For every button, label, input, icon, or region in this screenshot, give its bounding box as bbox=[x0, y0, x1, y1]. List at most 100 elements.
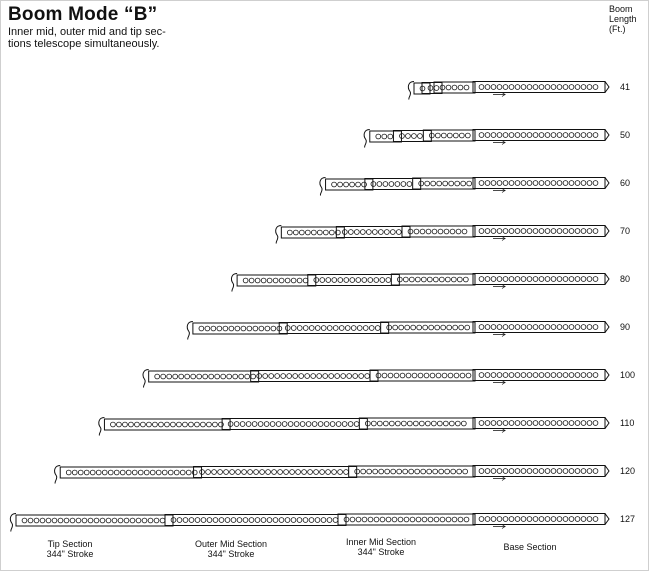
tip-section bbox=[192, 322, 288, 335]
boom-head-icon bbox=[319, 177, 326, 196]
outer-mid-section-cable bbox=[199, 469, 349, 475]
outer-mid-section bbox=[335, 226, 411, 238]
base-section bbox=[472, 177, 606, 189]
base-section bbox=[472, 417, 606, 429]
stroke-arrow-icon bbox=[493, 524, 507, 529]
base-section bbox=[472, 273, 606, 285]
base-section-cable bbox=[478, 468, 599, 474]
outer-mid-section bbox=[278, 322, 390, 334]
stroke-arrow-icon bbox=[493, 284, 507, 289]
boom-row: 110 bbox=[98, 417, 634, 436]
boom-length-header-line-3: (Ft.) bbox=[609, 24, 626, 34]
boom-length-value: 120 bbox=[620, 466, 635, 476]
subtitle-line-1: Inner mid, outer mid and tip sec- bbox=[8, 26, 166, 38]
stroke-arrow-icon bbox=[493, 428, 507, 433]
tip-section bbox=[369, 130, 402, 143]
inner-mid-section-cable bbox=[429, 132, 471, 139]
inner-mid-section-cable bbox=[439, 84, 470, 91]
tip-section-cable bbox=[110, 421, 224, 428]
outer-mid-section-cable bbox=[342, 229, 402, 235]
subtitle-line-2: tions telescope simultaneously. bbox=[8, 38, 160, 50]
tip-section-cable bbox=[65, 469, 198, 476]
outer-mid-section bbox=[193, 466, 358, 478]
stroke-arrow-icon bbox=[493, 476, 507, 481]
outer-mid-section bbox=[421, 82, 443, 94]
outer-mid-section bbox=[221, 418, 368, 430]
boom-length-header-line-2: Length bbox=[609, 14, 637, 24]
tip-section-cable bbox=[419, 85, 426, 92]
base-section-label: Base Section bbox=[503, 542, 556, 552]
diagram-title: Boom Mode “B” bbox=[8, 4, 158, 25]
base-end-cap bbox=[604, 417, 610, 429]
inner-mid-section-cable bbox=[386, 324, 470, 331]
base-section bbox=[472, 513, 606, 525]
boom-length-value: 127 bbox=[620, 514, 635, 524]
outer-mid-section bbox=[392, 130, 432, 142]
base-end-cap bbox=[604, 513, 610, 525]
boom-head-icon bbox=[275, 225, 282, 244]
boom-head-icon bbox=[407, 81, 415, 100]
inner-mid-section-stroke: 344" Stroke bbox=[358, 547, 405, 557]
base-section bbox=[472, 129, 606, 141]
tip-section-stroke: 344" Stroke bbox=[47, 549, 94, 559]
base-section bbox=[472, 321, 606, 333]
tip-section-cable bbox=[331, 181, 367, 188]
outer-mid-section-cable bbox=[399, 133, 423, 139]
inner-mid-section bbox=[348, 465, 476, 478]
base-section-cable bbox=[478, 420, 599, 426]
base-end-cap bbox=[604, 321, 610, 333]
boom-length-value: 100 bbox=[620, 370, 635, 380]
boom-row: 90 bbox=[186, 321, 630, 340]
base-section-cable bbox=[478, 324, 599, 330]
boom-head-icon bbox=[98, 417, 105, 436]
inner-mid-section bbox=[358, 417, 476, 430]
inner-mid-section-cable bbox=[418, 180, 472, 187]
boom-length-header: Boom Length (Ft.) bbox=[609, 4, 645, 34]
outer-mid-section bbox=[364, 178, 422, 190]
tip-section-label: Tip Section bbox=[48, 539, 93, 549]
tip-section-cable bbox=[375, 133, 394, 140]
base-end-cap bbox=[604, 129, 610, 141]
base-end-cap bbox=[604, 177, 610, 189]
tip-section-cable bbox=[154, 373, 256, 380]
inner-mid-section-cable bbox=[375, 372, 472, 379]
stroke-arrow-icon bbox=[493, 140, 507, 145]
stroke-arrow-icon bbox=[493, 332, 507, 337]
boom-row: 50 bbox=[363, 129, 630, 148]
stroke-arrow-icon bbox=[493, 92, 507, 97]
inner-mid-section bbox=[422, 129, 476, 142]
boom-row: 80 bbox=[230, 273, 630, 292]
boom-length-value: 50 bbox=[620, 130, 630, 140]
tip-section bbox=[148, 370, 260, 383]
inner-mid-section bbox=[390, 273, 476, 286]
boom-length-value: 70 bbox=[620, 226, 630, 236]
base-end-cap bbox=[604, 273, 610, 285]
inner-mid-section-label: Inner Mid Section bbox=[346, 537, 416, 547]
inner-mid-section-cable bbox=[343, 516, 470, 523]
outer-mid-section-cable bbox=[370, 181, 413, 187]
base-section-cable bbox=[478, 132, 599, 138]
base-section-cable bbox=[478, 180, 599, 186]
boom-length-value: 41 bbox=[620, 82, 630, 92]
inner-mid-section-cable bbox=[397, 276, 469, 283]
base-section bbox=[472, 369, 606, 381]
boom-head-icon bbox=[230, 273, 238, 292]
boom-head-icon bbox=[54, 465, 61, 484]
inner-mid-section bbox=[337, 513, 476, 526]
tip-section bbox=[59, 466, 203, 479]
outer-mid-section bbox=[164, 514, 347, 526]
boom-row: 127 bbox=[9, 513, 635, 532]
tip-section-cable bbox=[21, 517, 166, 524]
stroke-arrow-icon bbox=[493, 236, 507, 241]
tip-section bbox=[280, 226, 345, 239]
boom-row: 41 bbox=[407, 81, 630, 100]
diagram-subtitle: Inner mid, outer mid and tip sec- tions … bbox=[8, 26, 166, 50]
tip-section bbox=[413, 82, 431, 95]
tip-section bbox=[15, 514, 174, 527]
base-end-cap bbox=[604, 225, 610, 237]
tip-section bbox=[325, 178, 374, 191]
inner-mid-section bbox=[401, 225, 476, 238]
outer-mid-section-cable bbox=[170, 517, 339, 523]
